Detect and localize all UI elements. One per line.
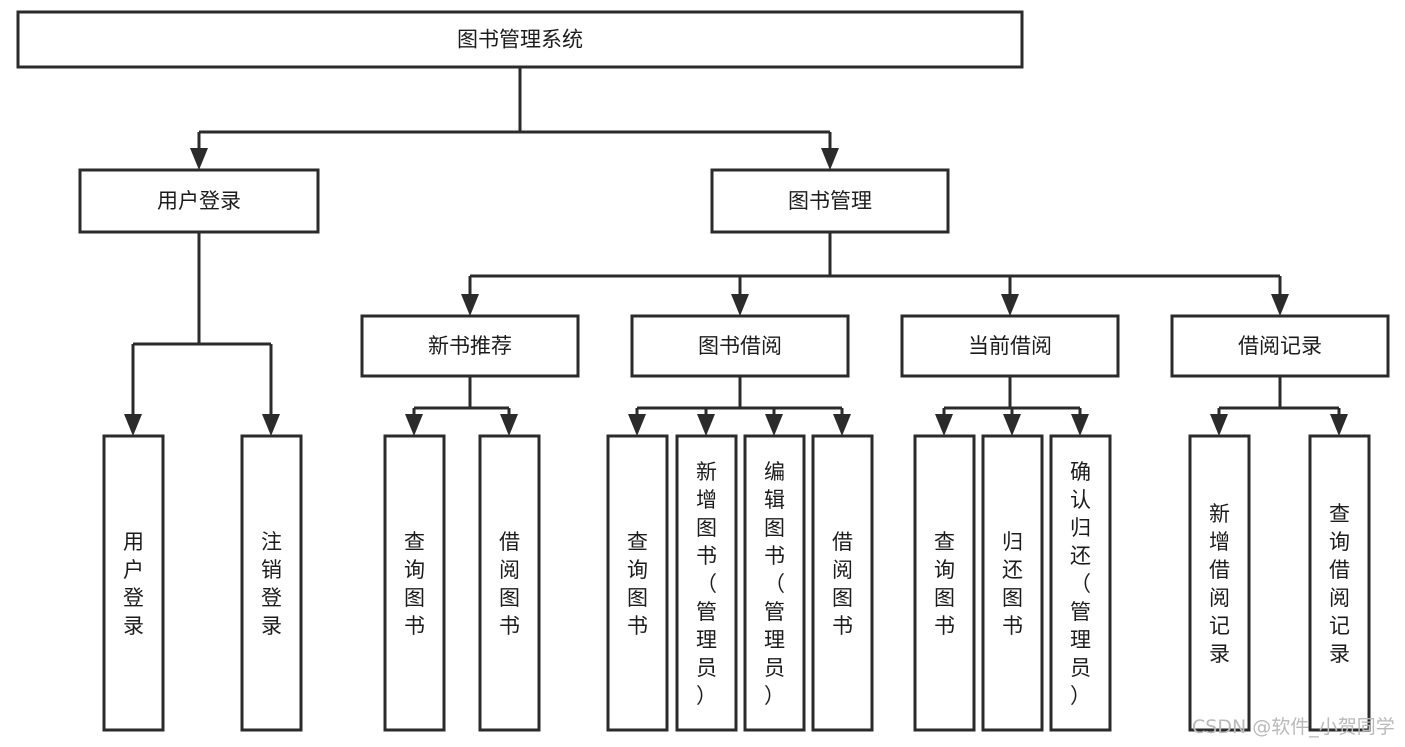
node-label: 归还图书 [1002, 530, 1023, 638]
connectors-layer [124, 67, 1348, 436]
node-book-borrow[interactable]: 图书借阅 [630, 314, 850, 378]
node-label: 新增借阅记录 [1209, 502, 1230, 666]
node-new-book-recommend[interactable]: 新书推荐 [360, 314, 580, 378]
node-leaf-add-book[interactable]: 新增图书（管理员） [675, 434, 738, 732]
node-box [1308, 434, 1371, 732]
node-box [16, 10, 1024, 69]
node-leaf-borrow-book-rec[interactable]: 借阅图书 [478, 434, 541, 732]
node-label: 确认归还（管理员） [1070, 460, 1091, 708]
node-current-borrow[interactable]: 当前借阅 [900, 314, 1120, 378]
node-box [1049, 434, 1112, 732]
node-book-management[interactable]: 图书管理 [710, 168, 950, 234]
node-box [383, 434, 446, 732]
node-leaf-logout[interactable]: 注销登录 [240, 434, 303, 732]
node-box [981, 434, 1044, 732]
node-label: 借阅记录 [1238, 334, 1322, 358]
node-box [1170, 314, 1390, 378]
node-label: 图书管理系统 [457, 28, 583, 52]
node-root[interactable]: 图书管理系统 [16, 10, 1024, 69]
node-box [743, 434, 806, 732]
node-box [710, 168, 950, 234]
node-label: 新增图书（管理员） [696, 460, 717, 708]
connector-rec-split [405, 376, 518, 436]
node-borrow-record[interactable]: 借阅记录 [1170, 314, 1390, 378]
node-label: 图书借阅 [698, 334, 782, 358]
node-box [1188, 434, 1251, 732]
node-leaf-borrow-book[interactable]: 借阅图书 [811, 434, 874, 732]
connector-login-split [124, 232, 280, 436]
node-box [478, 434, 541, 732]
nodes-layer: 图书管理系统用户登录图书管理新书推荐图书借阅当前借阅借阅记录用户登录注销登录查询… [16, 10, 1390, 732]
node-label: 查询借阅记录 [1329, 502, 1350, 666]
node-label: 图书管理 [788, 189, 872, 213]
node-label: 注销登录 [261, 530, 282, 638]
node-box [900, 314, 1120, 378]
node-label: 借阅图书 [499, 530, 520, 638]
node-leaf-add-record[interactable]: 新增借阅记录 [1188, 434, 1251, 732]
node-leaf-query-book-borrow[interactable]: 查询图书 [606, 434, 669, 732]
node-label: 查询图书 [934, 530, 955, 638]
node-label: 当前借阅 [968, 334, 1052, 358]
connector-current-split [935, 376, 1089, 436]
node-box [913, 434, 976, 732]
node-box [102, 434, 165, 732]
node-leaf-return-book[interactable]: 归还图书 [981, 434, 1044, 732]
node-label: 编辑图书（管理员） [764, 460, 785, 708]
node-leaf-query-book-rec[interactable]: 查询图书 [383, 434, 446, 732]
node-leaf-edit-book[interactable]: 编辑图书（管理员） [743, 434, 806, 732]
node-label: 查询图书 [404, 530, 425, 638]
node-leaf-confirm-return[interactable]: 确认归还（管理员） [1049, 434, 1112, 732]
node-label: 用户登录 [123, 530, 144, 638]
node-leaf-query-book-cur[interactable]: 查询图书 [913, 434, 976, 732]
node-leaf-user-login[interactable]: 用户登录 [102, 434, 165, 732]
node-box [240, 434, 303, 732]
node-box [675, 434, 738, 732]
node-box [78, 168, 320, 234]
connector-record-split [1210, 376, 1348, 436]
node-user-login[interactable]: 用户登录 [78, 168, 320, 234]
node-leaf-query-record[interactable]: 查询借阅记录 [1308, 434, 1371, 732]
node-box [630, 314, 850, 378]
node-label: 新书推荐 [428, 334, 512, 358]
connector-borrow-split [628, 376, 851, 436]
node-label: 查询图书 [627, 530, 648, 638]
node-label: 借阅图书 [832, 530, 853, 638]
node-box [606, 434, 669, 732]
connector-mgmt-split [461, 232, 1289, 316]
node-box [360, 314, 580, 378]
node-box [811, 434, 874, 732]
csdn-watermark: CSDN @软件_小贺同学 [1192, 716, 1395, 738]
node-label: 用户登录 [157, 189, 241, 213]
connector-root-split [190, 67, 839, 170]
